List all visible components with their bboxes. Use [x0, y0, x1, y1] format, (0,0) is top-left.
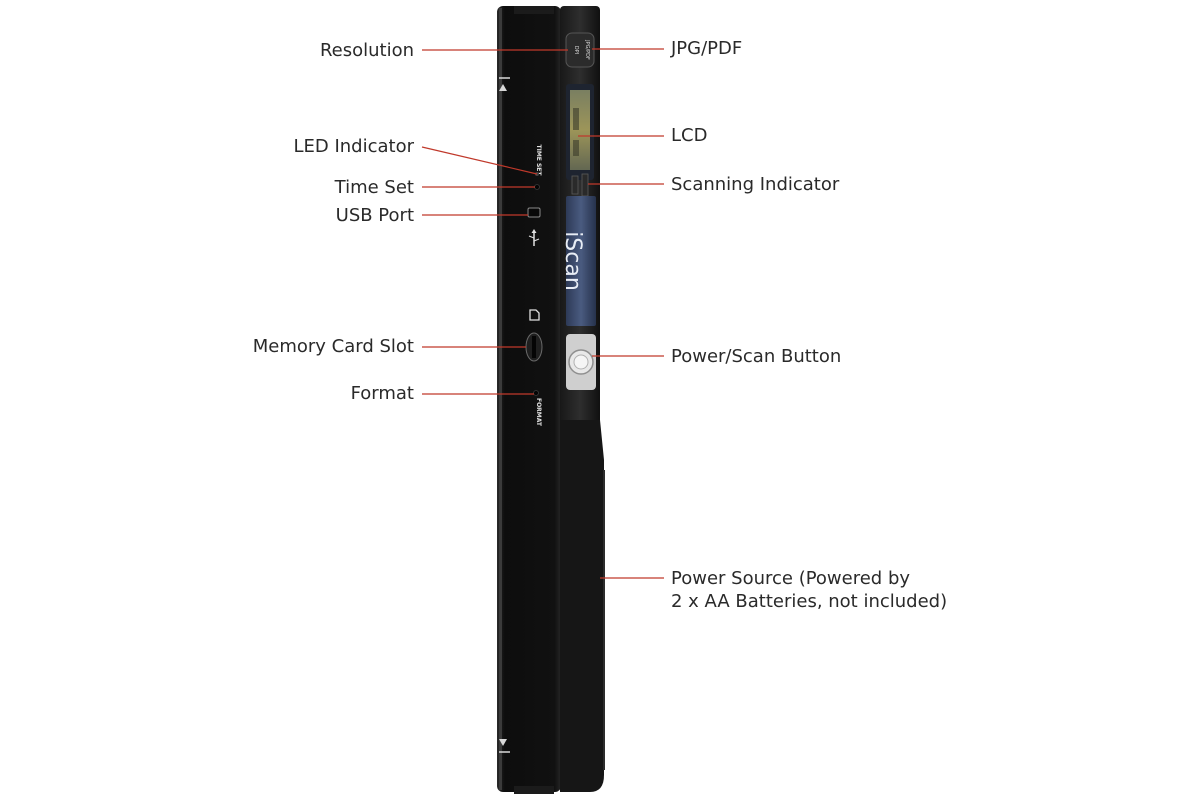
format-hole[interactable]	[533, 390, 539, 396]
body-bottom-cap	[514, 786, 554, 794]
power-scan-button[interactable]	[566, 334, 596, 390]
callout-scanning-indicator: Scanning Indicator	[671, 174, 840, 195]
format-text: FORMAT	[535, 398, 542, 427]
callout-power-source: Power Source (Powered by 2 x AA Batterie…	[671, 568, 948, 612]
callout-format: Format	[350, 383, 414, 404]
leader-lines	[421, 48, 664, 579]
time-set-hole[interactable]	[534, 184, 540, 190]
body-lower-taper	[560, 420, 604, 792]
dpi-button-label: DPI	[573, 46, 579, 54]
usb-port[interactable]	[527, 207, 541, 218]
brand-panel: iScan	[560, 196, 596, 326]
callout-jpg-pdf: JPG/PDF	[671, 38, 743, 59]
body-top-cap	[514, 6, 554, 14]
body-main	[497, 6, 561, 792]
body-edge-highlight	[499, 8, 502, 790]
jpg-pdf-button-label: JPG/PDF	[584, 39, 590, 60]
callout-lcd: LCD	[671, 125, 708, 146]
jpg-pdf-button[interactable]: JPG/PDF DPI	[565, 32, 595, 68]
brand-logo-text: iScan	[560, 231, 585, 291]
leader-led-indicator	[421, 146, 538, 175]
callout-memory-card-slot: Memory Card Slot	[252, 336, 414, 357]
usb-icon	[528, 229, 540, 246]
scan-start-arrow-icon	[499, 84, 507, 91]
memory-card-icon	[529, 309, 540, 321]
callout-resolution: Resolution	[319, 40, 414, 61]
lcd-screen	[566, 84, 594, 180]
memory-card-slot[interactable]	[525, 332, 543, 362]
callout-usb-port: USB Port	[335, 205, 414, 226]
callout-led-indicator: LED Indicator	[293, 136, 414, 157]
callout-power-scan-button: Power/Scan Button	[671, 346, 842, 367]
scan-end-arrow-icon	[499, 739, 507, 746]
callout-time-set: Time Set	[334, 177, 414, 198]
time-set-text: TIME SET	[535, 145, 542, 177]
